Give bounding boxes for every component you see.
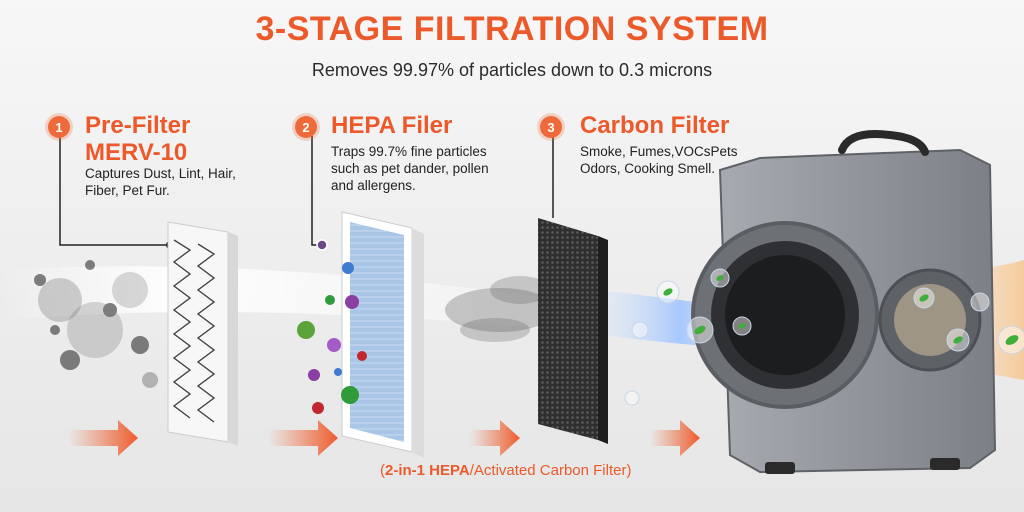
germs — [297, 262, 367, 414]
flow-arrow-4 — [650, 420, 700, 456]
smoke-cloud — [445, 276, 555, 342]
air-scrubber-machine — [691, 130, 997, 474]
stage-description: Smoke, Fumes,VOCsPets Odors, Cooking Sme… — [580, 144, 738, 176]
hepa-filter-panel — [341, 211, 424, 458]
stage-name: HEPA Filer — [331, 112, 453, 139]
flow-arrow-3 — [470, 420, 520, 456]
page-subtitle: Removes 99.97% of particles down to 0.3 … — [311, 60, 713, 80]
dust-cloud — [34, 260, 158, 388]
flow-arrow-1 — [68, 420, 138, 456]
stage-number-badge: 3 — [540, 116, 562, 138]
leader-line-1 — [59, 136, 170, 246]
stage-description: Traps 99.7% fine particles such as pet d… — [331, 144, 489, 193]
stage-name: Carbon Filter — [580, 112, 730, 139]
stage-number-badge: 2 — [295, 116, 317, 138]
leader-line-2 — [311, 136, 322, 246]
stage-number-badge: 1 — [48, 116, 70, 138]
stage-description: Captures Dust, Lint, Hair, Fiber, Pet Fu… — [85, 166, 236, 198]
filter-combo-label: (2-in-1 HEPA/Activated Carbon Filter) — [380, 462, 632, 479]
pre-filter-panel — [167, 221, 238, 446]
stage-name: Pre-Filter MERV-10 — [85, 112, 191, 166]
carbon-filter-panel — [538, 218, 608, 444]
page-title: 3-STAGE FILTRATION SYSTEM — [255, 10, 769, 48]
leaf-icons — [663, 275, 1019, 345]
flow-arrow-2 — [268, 420, 338, 456]
